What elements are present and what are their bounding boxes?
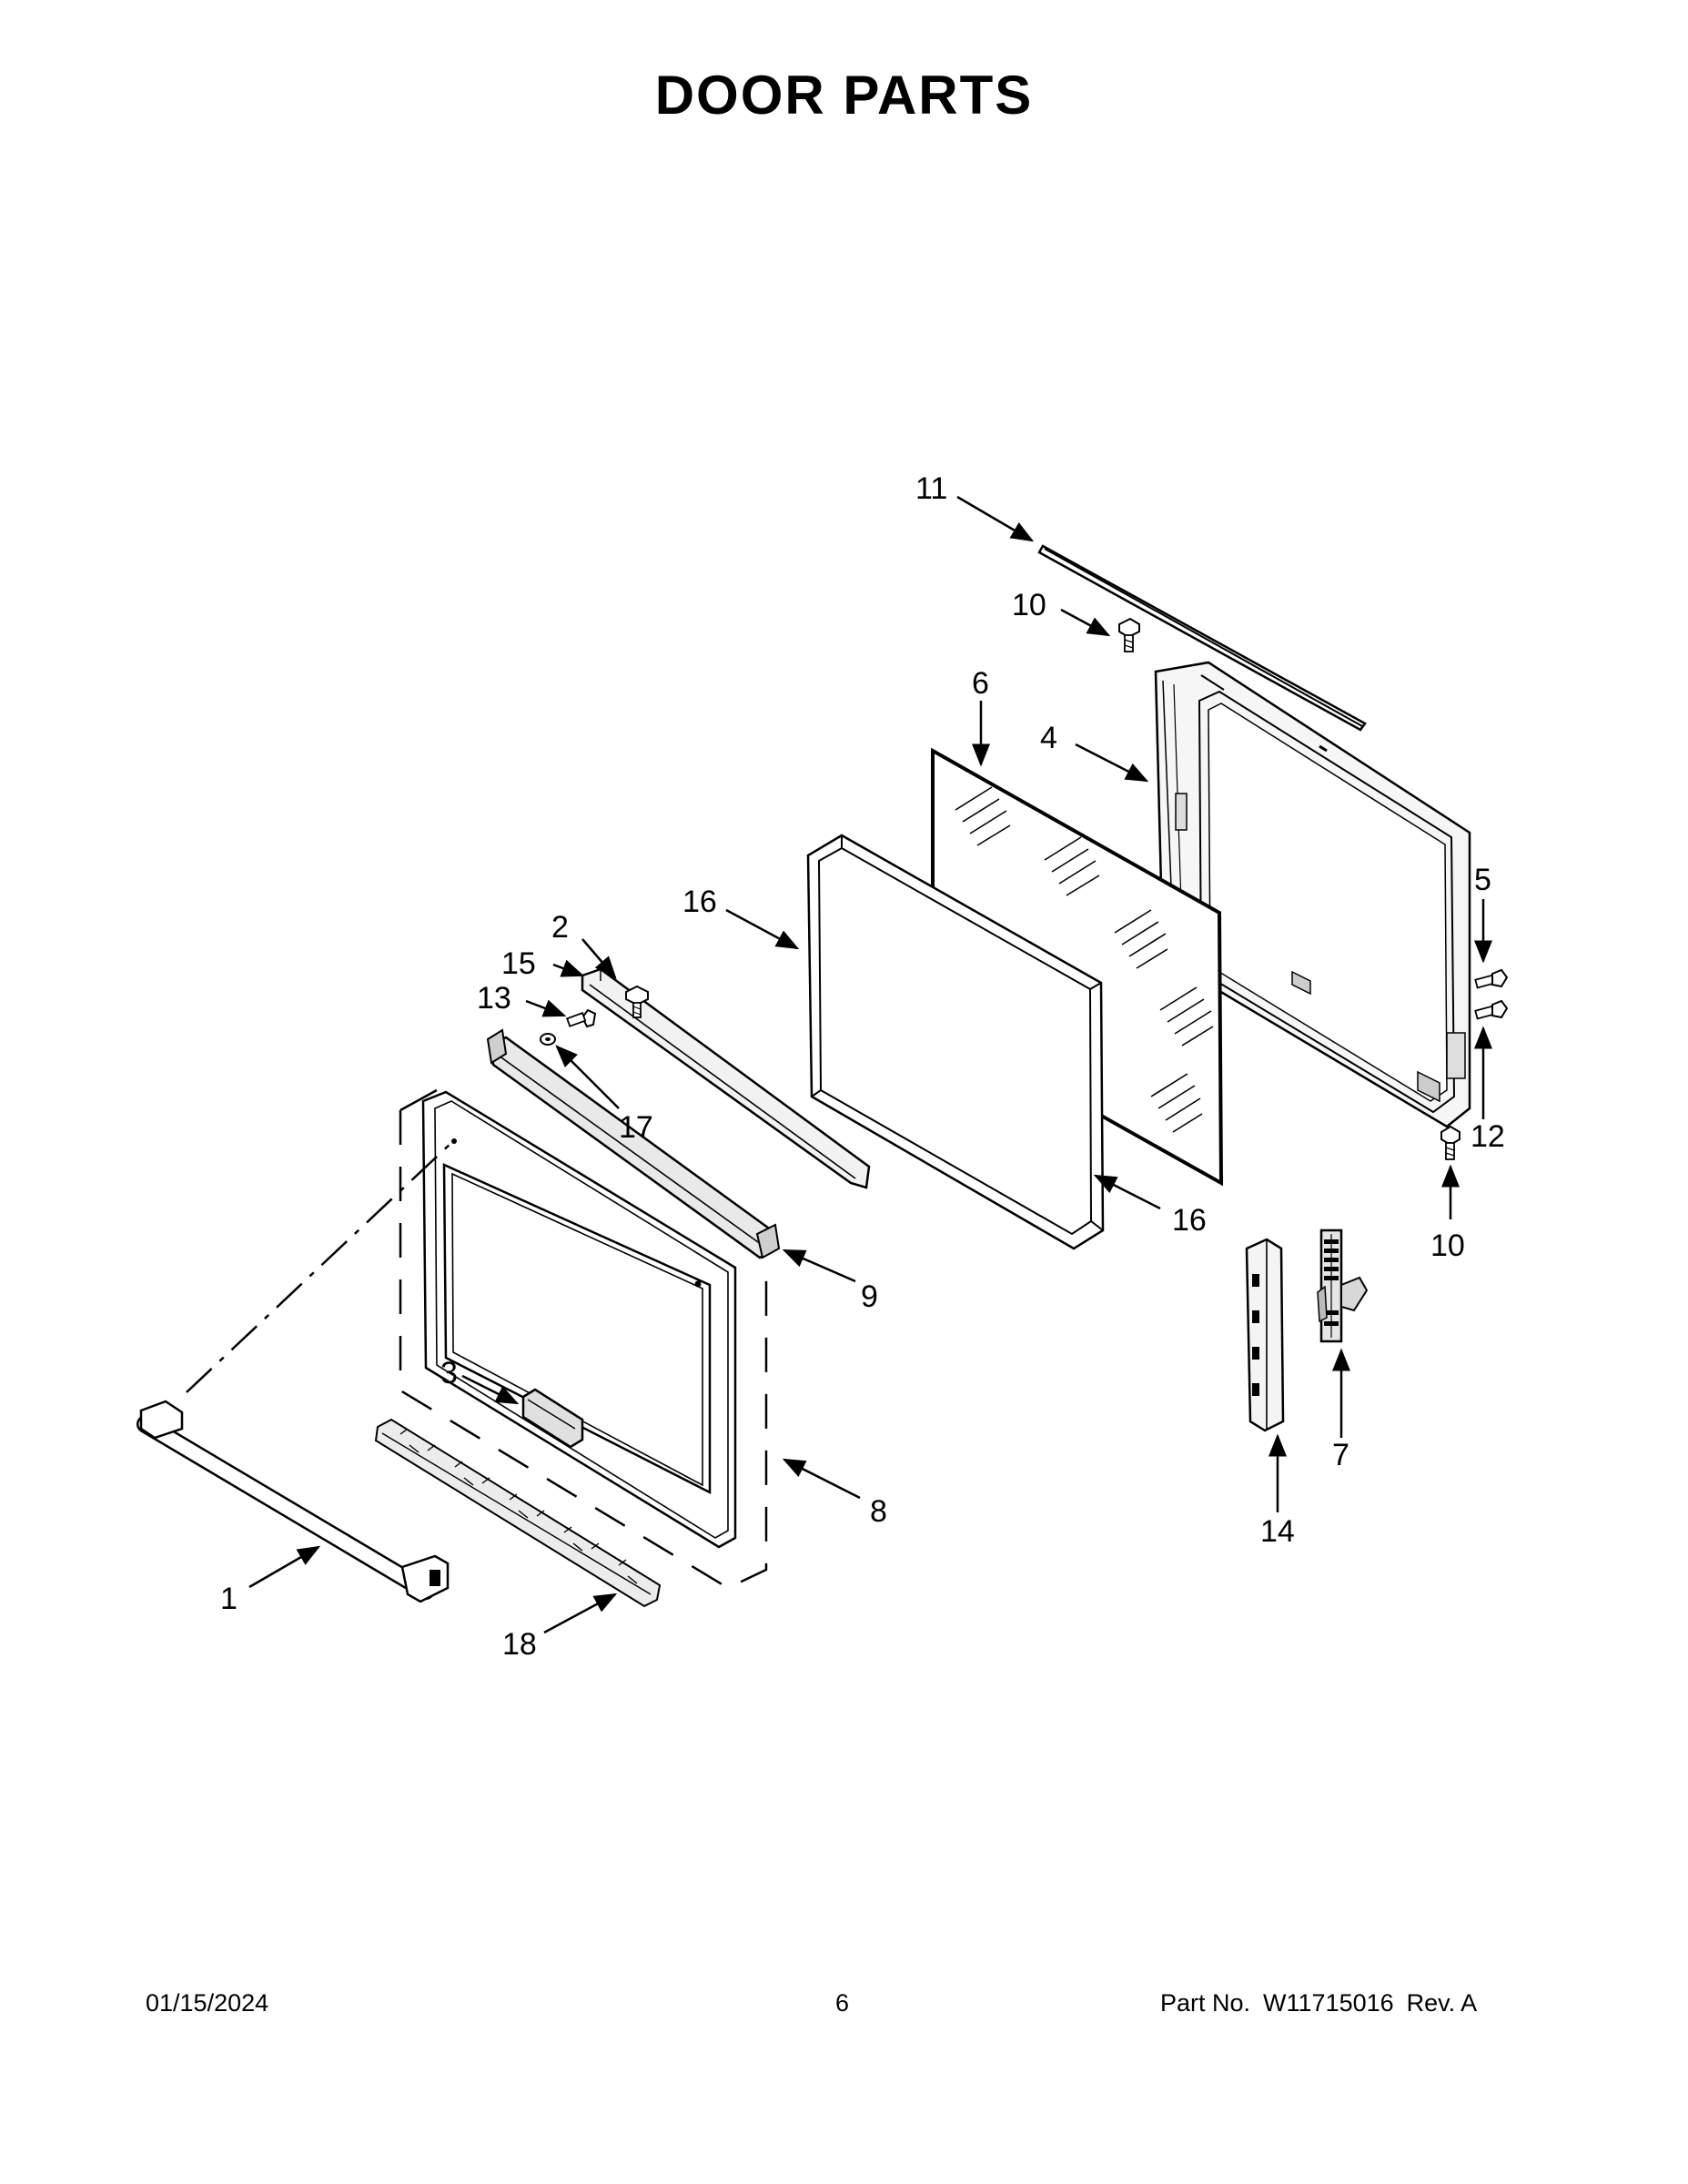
part-9-door-channel: [486, 1028, 781, 1259]
callout-10-bottom: 10: [1430, 1228, 1465, 1263]
part-17-washer: [540, 1033, 556, 1046]
callout-4: 4: [1040, 721, 1057, 755]
callout-10-top: 10: [1012, 588, 1046, 622]
callout-6: 6: [972, 666, 989, 701]
footer-date: 01/15/2024: [146, 1989, 269, 2017]
page-title: DOOR PARTS: [654, 65, 1034, 126]
glass-reflection-marks: [955, 786, 1214, 1133]
part-3-badge: [521, 1388, 584, 1449]
callout-9: 9: [861, 1279, 878, 1314]
part-14-hinge-cover: [1245, 1238, 1285, 1432]
part-10-screw-bottom: [1440, 1125, 1461, 1160]
leader-arrow-10-top: [1060, 608, 1111, 637]
callout-1: 1: [220, 1582, 238, 1616]
callout-16-top: 16: [682, 885, 717, 919]
callout-8: 8: [870, 1494, 887, 1529]
callout-14: 14: [1260, 1514, 1295, 1549]
leader-arrow-13: [525, 999, 567, 1017]
footer-part-info: Part No. W11715016 Rev. A: [1160, 1989, 1490, 2017]
callout-11: 11: [915, 471, 947, 506]
part-1-door-handle: [136, 1140, 454, 1603]
footer-part-number: W11715016: [1263, 1989, 1394, 2017]
callout-18: 18: [502, 1627, 537, 1662]
leader-arrow-1: [248, 1545, 321, 1589]
leader-arrow-16-bottom: [1093, 1174, 1161, 1210]
leader-arrow-11: [956, 495, 1035, 542]
callout-7: 7: [1332, 1438, 1349, 1472]
leader-arrow-18: [543, 1592, 618, 1634]
leader-arrow-17: [555, 1045, 620, 1109]
callout-2: 2: [551, 910, 569, 945]
callout-labels: 11 10 6 4 5 16 2 15 13 17 12 16 10 9 3 7…: [220, 471, 1505, 1662]
leader-arrow-2: [581, 938, 617, 979]
leader-arrows: [248, 495, 1492, 1634]
leader-arrow-9: [782, 1249, 856, 1283]
part-7-hinge: [1317, 1228, 1369, 1343]
leader-arrow-16-top: [725, 908, 800, 950]
leader-arrow-8: [782, 1458, 861, 1500]
leader-arrow-3: [461, 1374, 520, 1405]
callout-3: 3: [440, 1356, 458, 1390]
footer-revision: Rev. A: [1406, 1989, 1478, 2017]
callout-17: 17: [619, 1110, 653, 1145]
callout-12: 12: [1471, 1119, 1505, 1154]
callout-13: 13: [477, 981, 511, 1016]
callout-16-bottom: 16: [1172, 1203, 1207, 1238]
leader-arrow-15: [552, 959, 585, 977]
part-18-lower-vent: [374, 1418, 662, 1608]
footer-page-number: 6: [835, 1989, 850, 2017]
part-11-door-top-seal: [1037, 544, 1367, 732]
leader-arrow-4: [1075, 743, 1149, 783]
callout-15: 15: [501, 946, 536, 981]
footer-part-label: Part No.: [1160, 1989, 1251, 2017]
part-16-glass-spacer-frame: [806, 834, 1105, 1250]
part-13-screw: [566, 1008, 597, 1028]
callout-5: 5: [1474, 863, 1491, 897]
part-8-outer-door-panel: [399, 1088, 768, 1590]
part-2-screw: [625, 985, 649, 1018]
part-12-screw: [1474, 999, 1509, 1020]
part-10-screw-top: [1118, 617, 1140, 652]
part-5-screw: [1474, 968, 1509, 989]
